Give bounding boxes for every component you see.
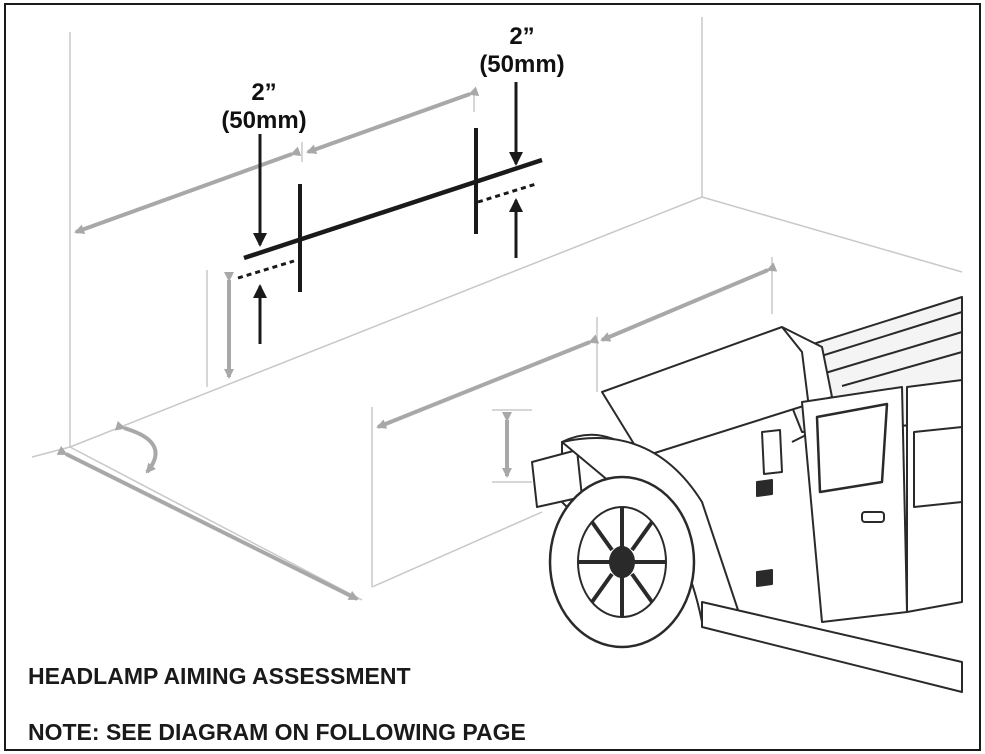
floor-distance-arrow (56, 445, 359, 601)
vehicle-windshield-frame (781, 326, 813, 443)
measurement-arrows (253, 82, 523, 344)
vehicle-offset-arrow (600, 262, 778, 342)
vehicle-window-front (815, 402, 889, 494)
vehicle-roof-ribs (801, 311, 963, 387)
diagram-caption-title: HEADLAMP AIMING ASSESSMENT (28, 663, 411, 689)
vehicle-illustration (531, 296, 963, 693)
left-measure-inches: 2” (251, 79, 276, 106)
wall-width-arrow-right (306, 86, 480, 155)
angle-arc-arrow (114, 420, 158, 474)
right-measure-inches: 2” (509, 23, 534, 50)
vehicle-side-step (701, 601, 963, 693)
left-measure-mm: (50mm) (221, 107, 306, 134)
left-aim-line (237, 259, 295, 280)
dimension-arrows (56, 86, 778, 601)
vehicle-hinge-bottom (756, 569, 773, 587)
vehicle-wheel-hub (609, 546, 635, 578)
horizontal-centerline (243, 157, 543, 261)
vehicle-distance-arrow (376, 334, 600, 429)
target-lines (237, 128, 543, 292)
vehicle-mirror (761, 429, 783, 475)
right-aim-line (477, 182, 537, 204)
vehicle-hinge-top (756, 479, 773, 497)
right-measure-mm: (50mm) (479, 51, 564, 78)
vehicle-window-rear (913, 426, 963, 508)
vehicle-wheel-spokes (578, 507, 666, 617)
vehicle-door-handle (861, 511, 885, 523)
diagram-frame: 2” (50mm) 2” (50mm) HEADLA (4, 3, 981, 751)
diagram-caption-note: NOTE: SEE DIAGRAM ON FOLLOWING PAGE (28, 719, 526, 745)
headlamp-aiming-diagram: 2” (50mm) 2” (50mm) (31, 17, 963, 693)
wall-width-arrow-left (74, 146, 302, 234)
